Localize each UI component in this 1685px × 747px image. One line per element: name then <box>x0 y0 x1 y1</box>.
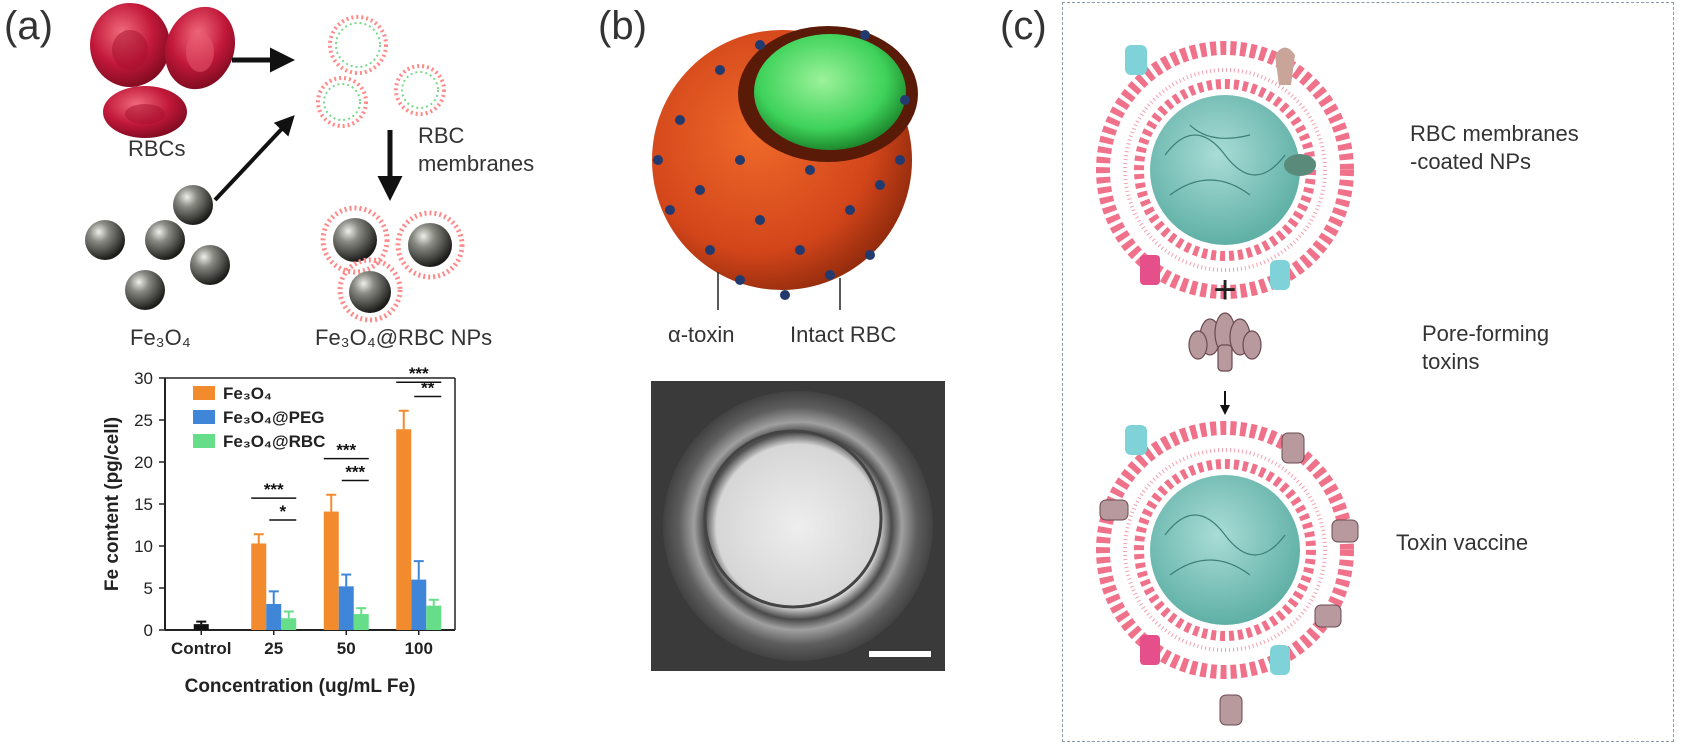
rbc-nanosponge-illustration <box>652 26 918 310</box>
toxin-dots <box>653 30 910 300</box>
legend-label: Fe₃O₄@PEG <box>223 408 325 427</box>
panel-c-label: (c) <box>1000 4 1047 48</box>
panel-c-illustration: + <box>1096 41 1359 726</box>
bar-50-1 <box>338 586 354 630</box>
tem-micrograph <box>651 381 945 671</box>
legend-swatch <box>193 434 215 448</box>
pore-toxin <box>1188 312 1262 372</box>
bar-100-0 <box>396 429 412 630</box>
coated-nps-label: RBC membranes -coated NPs <box>1410 121 1579 174</box>
significance-stars: *** <box>336 441 356 460</box>
legend-swatch <box>193 386 215 400</box>
bar-100-1 <box>411 579 427 630</box>
y-tick-label: 0 <box>144 621 153 640</box>
panel-c-frame <box>1062 2 1674 742</box>
pore-forming-label: Pore-forming toxins <box>1422 321 1550 374</box>
coated-np-top <box>1096 41 1354 299</box>
bar-25-2 <box>281 618 297 630</box>
legend-swatch <box>193 410 215 424</box>
rbcs-label: RBCs <box>128 136 186 161</box>
membrane-vesicles <box>316 15 446 128</box>
panel-a-label: (a) <box>4 4 53 48</box>
significance-stars: *** <box>264 480 284 499</box>
significance-stars: * <box>279 502 286 521</box>
y-tick-label: 25 <box>134 411 153 430</box>
y-tick-label: 5 <box>144 579 153 598</box>
x-tick-label: 50 <box>337 639 356 658</box>
fe3o4-label: Fe₃O₄ <box>130 325 191 350</box>
rbc-membranes-label: RBC membranes <box>418 123 535 176</box>
significance-stars: *** <box>409 364 429 383</box>
x-tick-label: 100 <box>405 639 433 658</box>
y-tick-label: 30 <box>134 369 153 388</box>
panel-b-label: (b) <box>598 4 647 48</box>
y-tick-label: 15 <box>134 495 153 514</box>
fe3o4-rbc-label: Fe₃O₄@RBC NPs <box>315 325 493 350</box>
fe-content-chart: 0 5 10 15 20 25 30 Fe content (pg/cell) Concentr… <box>102 364 456 697</box>
y-axis-label: Fe content (pg/cell) <box>102 417 123 591</box>
significance-stars: ** <box>421 378 435 397</box>
bar-control <box>193 624 209 630</box>
vaccine-np <box>1096 421 1359 726</box>
bar-25-1 <box>266 603 282 630</box>
bar-100-2 <box>426 605 442 630</box>
bar-50-0 <box>323 511 339 630</box>
alpha-toxin-label: α-toxin <box>668 322 735 347</box>
y-tick-label: 20 <box>134 453 153 472</box>
x-tick-label: 25 <box>264 639 283 658</box>
coated-nps <box>320 205 465 323</box>
bar-25-0 <box>251 543 267 630</box>
rbc-cells <box>90 3 236 138</box>
plus-sign: + <box>1213 268 1236 312</box>
intact-rbc-label: Intact RBC <box>790 322 897 347</box>
scale-bar <box>869 651 931 657</box>
y-tick-label: 10 <box>134 537 153 556</box>
x-axis-label: Concentration (ug/mL Fe) <box>185 676 416 697</box>
panel-a-schematic <box>85 3 465 323</box>
arrow-fe-to-membrane <box>213 115 295 202</box>
legend-label: Fe₃O₄@RBC <box>223 432 325 451</box>
toxin-vaccine-label: Toxin vaccine <box>1396 530 1529 555</box>
significance-stars: *** <box>345 462 365 481</box>
fe3o4-particles <box>85 185 230 310</box>
legend-label: Fe₃O₄ <box>223 384 272 403</box>
x-tick-label: Control <box>171 639 231 658</box>
bar-50-2 <box>353 614 369 630</box>
